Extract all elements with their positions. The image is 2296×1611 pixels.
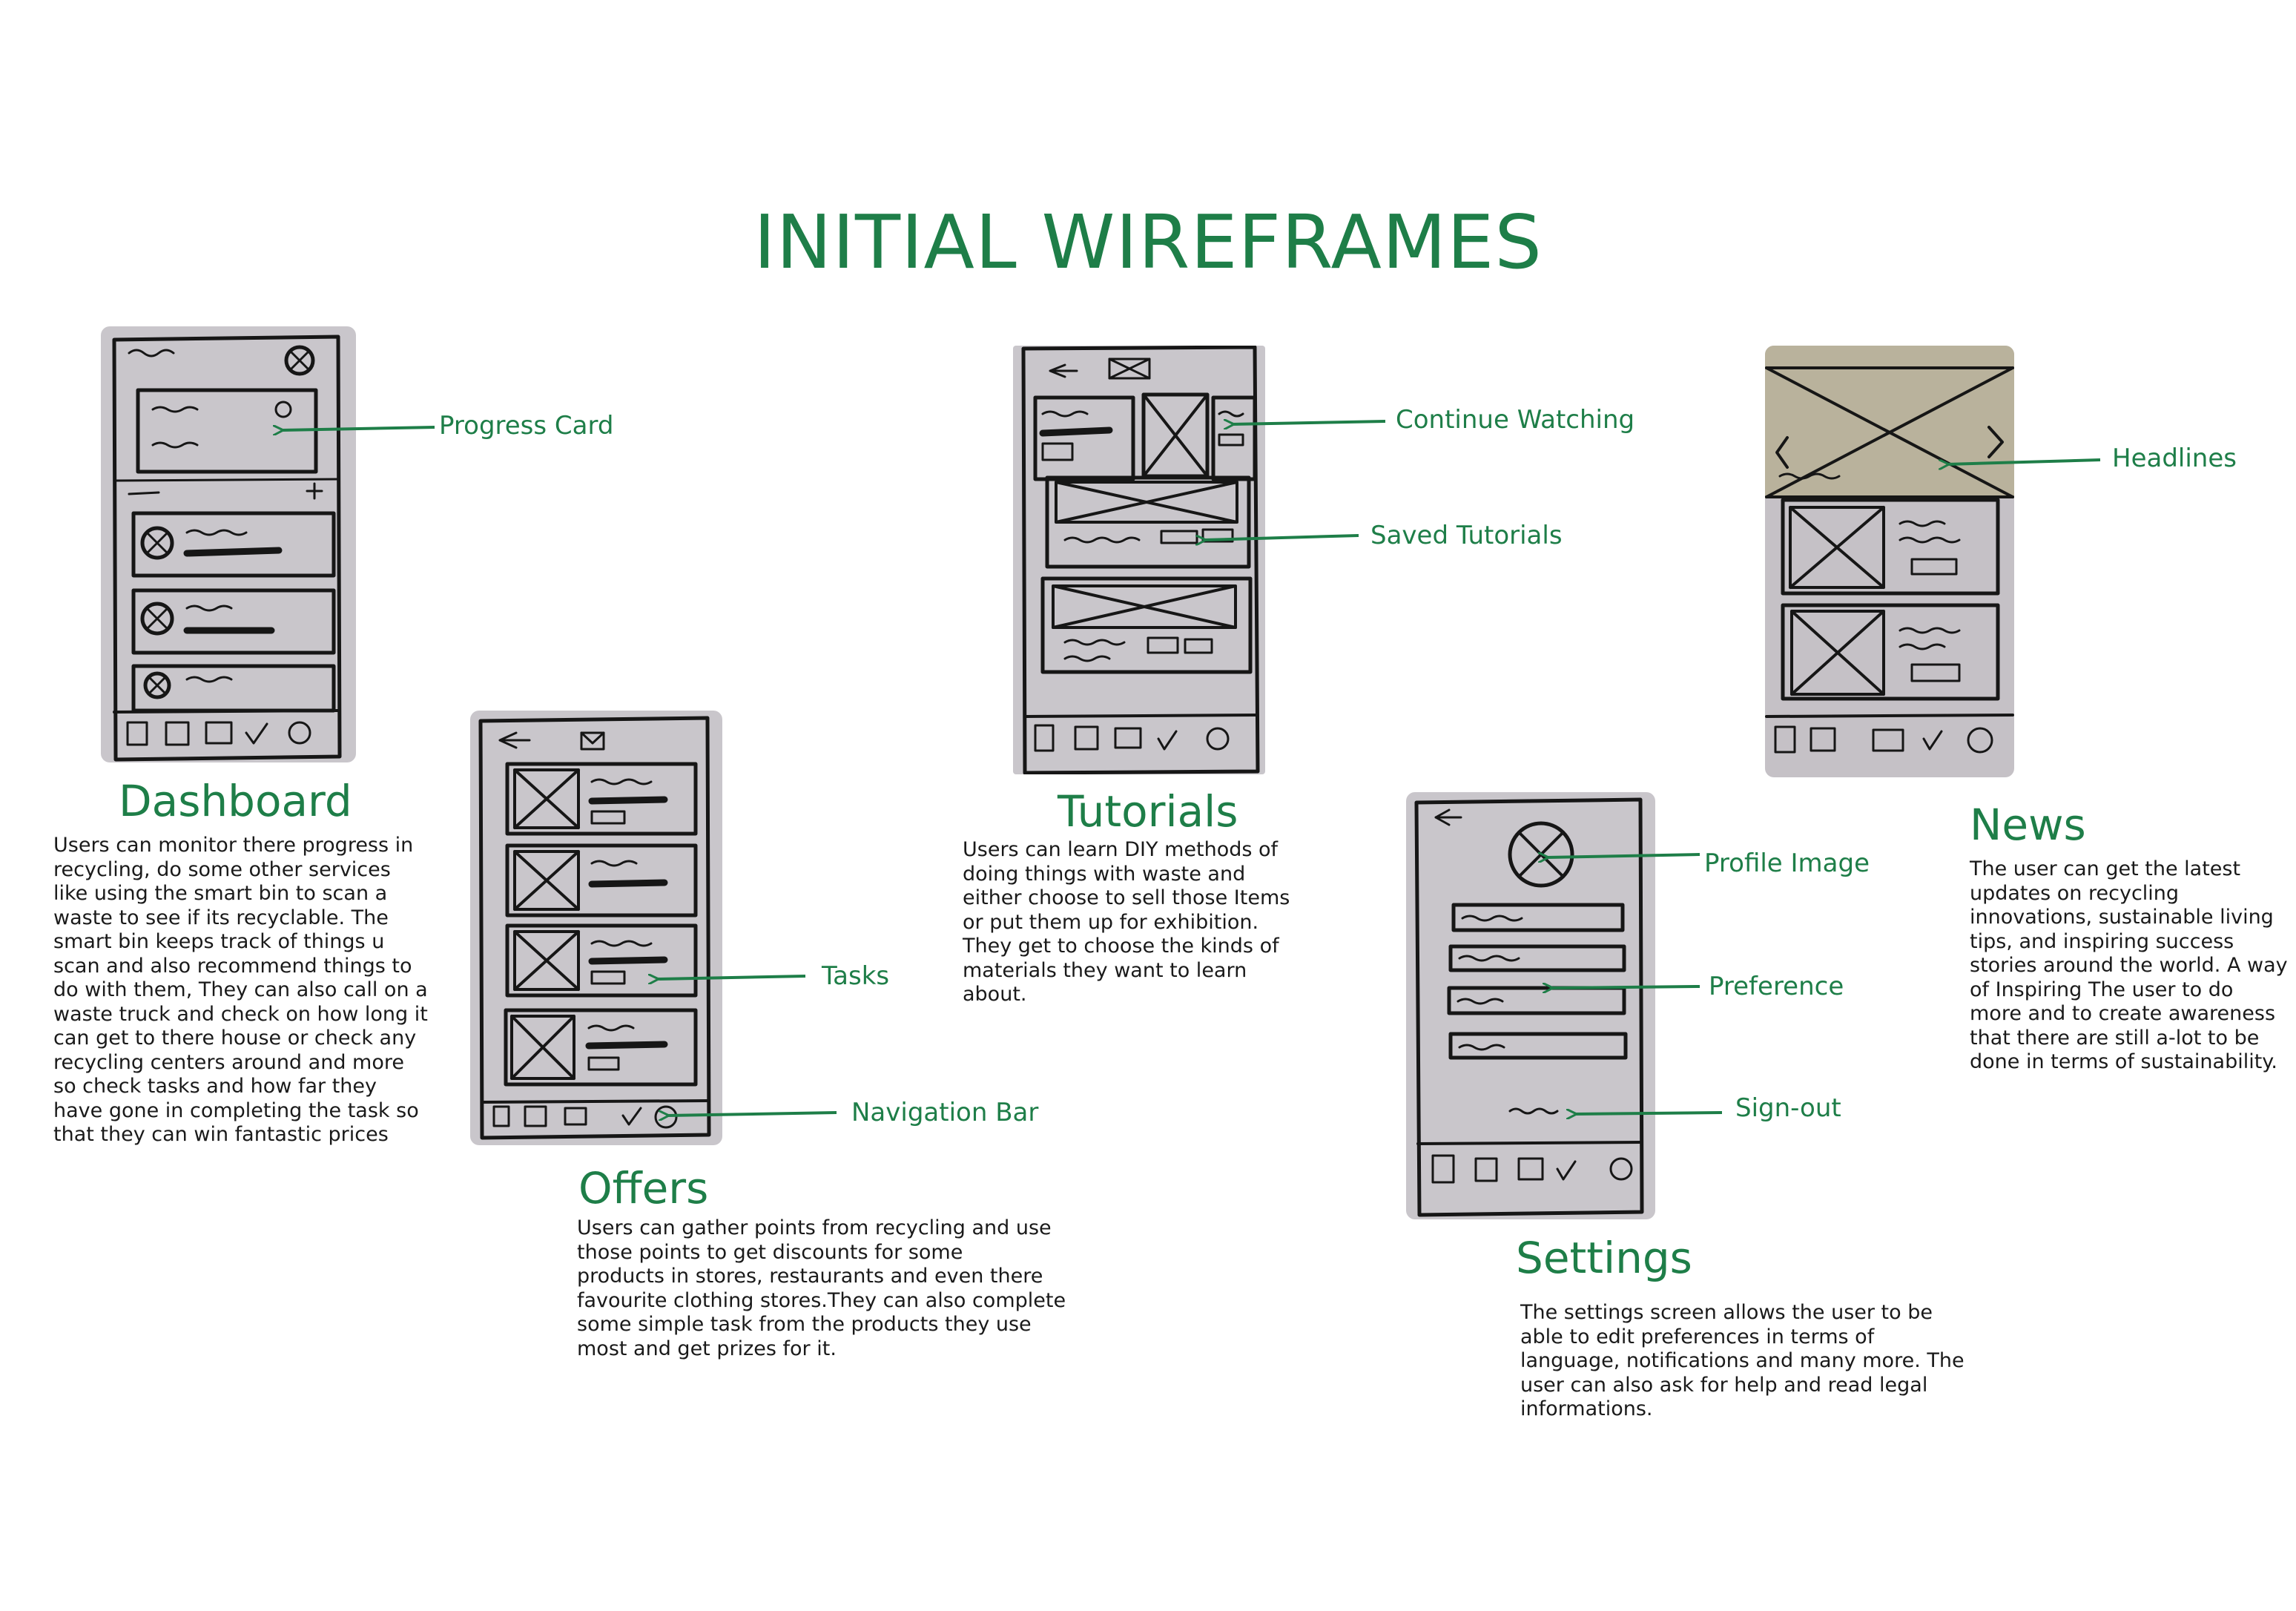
- dashboard-wireframe-photo: [101, 326, 356, 762]
- settings-heading: Settings: [1516, 1233, 1692, 1283]
- label-headlines: Headlines: [2112, 444, 2237, 473]
- label-navigation-bar: Navigation Bar: [851, 1098, 1039, 1127]
- settings-description: The settings screen allows the user to b…: [1520, 1301, 1965, 1420]
- offers-description: Users can gather points from recycling a…: [577, 1216, 1066, 1360]
- label-progress-card: Progress Card: [439, 411, 614, 441]
- tutorials-wireframe-photo: [1013, 346, 1265, 774]
- news-heading: News: [1970, 800, 2086, 850]
- dashboard-heading: Dashboard: [119, 776, 352, 826]
- offers-heading: Offers: [578, 1163, 709, 1213]
- label-continue-watching: Continue Watching: [1396, 405, 1635, 435]
- news-wireframe-photo: [1765, 346, 2014, 777]
- label-profile-image: Profile Image: [1704, 849, 1870, 878]
- page-title: INITIAL WIREFRAMES: [753, 199, 1543, 286]
- news-description: The user can get the latest updates on r…: [1970, 857, 2288, 1073]
- dashboard-description: Users can monitor there progress in recy…: [53, 834, 428, 1146]
- label-preference: Preference: [1709, 972, 1844, 1001]
- offers-wireframe-photo: [470, 711, 722, 1145]
- tutorials-heading: Tutorials: [1058, 786, 1238, 837]
- label-tasks: Tasks: [822, 961, 890, 991]
- settings-wireframe-photo: [1406, 792, 1655, 1219]
- label-saved-tutorials: Saved Tutorials: [1370, 521, 1563, 550]
- tutorials-description: Users can learn DIY methods of doing thi…: [963, 838, 1290, 1006]
- label-sign-out: Sign-out: [1735, 1093, 1841, 1123]
